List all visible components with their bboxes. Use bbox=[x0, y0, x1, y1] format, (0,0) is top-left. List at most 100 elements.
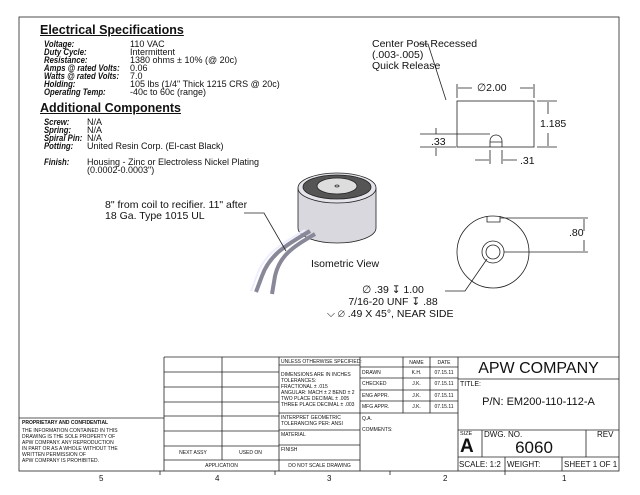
zone-number: 4 bbox=[215, 474, 220, 483]
component-value: N/A bbox=[87, 117, 103, 127]
spec-value: 7.0 bbox=[130, 71, 143, 81]
zone-number: 2 bbox=[443, 474, 448, 483]
spec-value: 110 VAC bbox=[130, 39, 165, 49]
interpret-text: TOLERANCING PER: ANSI bbox=[281, 421, 343, 427]
finish-field-label: FINISH bbox=[281, 447, 298, 453]
component-value: N/A bbox=[87, 125, 103, 135]
additional-heading: Additional Components bbox=[40, 101, 181, 115]
diameter-dim: ∅2.00 bbox=[477, 82, 507, 94]
proprietary-text: THE INFORMATION CONTAINED IN THIS bbox=[22, 428, 118, 434]
weight-label: WEIGHT: bbox=[507, 460, 541, 469]
approval-role: CHECKED bbox=[362, 381, 387, 387]
zone-number: 3 bbox=[327, 474, 332, 483]
approval-name: J.K. bbox=[412, 393, 421, 399]
drawing-number: 6060 bbox=[515, 438, 553, 457]
spec-label: Holding: bbox=[44, 79, 76, 89]
offset-dim: .80 bbox=[569, 227, 584, 239]
component-value: United Resin Corp. (El-cast Black) bbox=[87, 141, 224, 151]
title-label: TITLE: bbox=[460, 381, 482, 388]
material-label: MATERIAL bbox=[281, 432, 306, 438]
spec-value: Intermittent bbox=[130, 47, 176, 57]
no-scale-label: DO NOT SCALE DRAWING bbox=[288, 463, 351, 469]
size-label: SIZE bbox=[460, 431, 473, 437]
company-name: APW COMPANY bbox=[478, 360, 599, 377]
spec-value: 105 lbs (1/4" Thick 1215 CRS @ 20c) bbox=[130, 79, 280, 89]
component-label: Potting: bbox=[44, 141, 74, 151]
isometric-label: Isometric View bbox=[311, 258, 380, 270]
sheet-label: SHEET 1 OF 1 bbox=[564, 460, 618, 469]
approval-date: 07.15.11 bbox=[434, 381, 454, 387]
wire-note: 8" from coil to recifier. 11" after bbox=[105, 199, 248, 211]
post-height-dim: .33 bbox=[431, 136, 446, 148]
finish-value-2: (0.0002-0.0003") bbox=[87, 165, 155, 175]
used-on-label: USED ON bbox=[239, 450, 262, 456]
approval-date: 07.15.11 bbox=[434, 370, 454, 376]
name-header: NAME bbox=[409, 360, 424, 366]
date-header: DATE bbox=[437, 360, 451, 366]
scale-label: SCALE: 1:2 bbox=[459, 460, 501, 469]
proprietary-title: PROPRIETARY AND CONFIDENTIAL bbox=[22, 420, 109, 426]
wire-note-2: 18 Ga. Type 1015 UL bbox=[105, 210, 205, 222]
hole-note-2: 7/16-20 UNF ↧ .88 bbox=[348, 296, 438, 308]
tolerance-text: DIMENSIONS ARE IN INCHES bbox=[281, 372, 351, 378]
spec-value: -40c to 60c (range) bbox=[130, 87, 207, 97]
approval-name: J.K. bbox=[412, 404, 421, 410]
tolerance-text: ANGULAR: MACH ± 2 BEND ± 2 bbox=[281, 390, 355, 396]
isometric-view bbox=[244, 172, 377, 295]
title-block-lines bbox=[19, 356, 619, 475]
hole-note-3: ⌵ ∅ .49 X 45°, NEAR SIDE bbox=[327, 308, 454, 320]
spec-label: Watts @ rated Volts: bbox=[44, 71, 120, 81]
proprietary-text: IN PART OR AS A WHOLE WITHOUT THE bbox=[22, 446, 118, 452]
spec-value: 0.06 bbox=[130, 63, 148, 73]
zone-number: 1 bbox=[562, 474, 567, 483]
spec-label: Resistance: bbox=[44, 55, 88, 65]
tolerance-text: THREE PLACE DECIMAL ± .003 bbox=[281, 402, 355, 408]
proprietary-text: DRAWING IS THE SOLE PROPERTY OF bbox=[22, 434, 116, 440]
interpret-text: INTERPRET GEOMETRIC bbox=[281, 415, 341, 421]
approval-date: 07.15.11 bbox=[434, 404, 454, 410]
spec-label: Duty Cycle: bbox=[44, 47, 87, 57]
application-label: APPLICATION bbox=[205, 463, 238, 469]
finish-value: Housing - Zinc or Electroless Nickel Pla… bbox=[87, 157, 260, 167]
side-view bbox=[418, 43, 557, 164]
electrical-heading: Electrical Specifications bbox=[40, 23, 184, 37]
spec-value: 1380 ohms ± 10% (@ 20c) bbox=[130, 55, 238, 65]
next-assy-label: NEXT ASSY bbox=[179, 450, 207, 456]
front-view bbox=[445, 215, 588, 292]
dwg-no-label: DWG. NO. bbox=[484, 430, 523, 439]
post-note: Center Post Recessed bbox=[372, 38, 478, 50]
approval-date: 07.15.11 bbox=[434, 393, 454, 399]
hole-note: ∅ .39 ↧ 1.00 bbox=[362, 284, 424, 296]
finish-label: Finish: bbox=[44, 157, 70, 167]
size-value: A bbox=[460, 436, 474, 457]
spec-label: Voltage: bbox=[44, 39, 75, 49]
comments-label: COMMENTS: bbox=[362, 427, 393, 433]
approval-role: ENG APPR. bbox=[362, 393, 389, 399]
component-label: Screw: bbox=[44, 117, 70, 127]
spec-label: Amps @ rated Volts: bbox=[44, 63, 120, 73]
zone-number: 5 bbox=[99, 474, 104, 483]
height-dim: 1.185 bbox=[540, 118, 567, 130]
post-note-3: Quick Release bbox=[372, 60, 441, 72]
rev-label: REV bbox=[597, 430, 614, 439]
post-width-dim: .31 bbox=[520, 155, 535, 167]
post-note-2: (.003-.005) bbox=[372, 49, 424, 61]
approval-role: Q.A. bbox=[362, 416, 373, 422]
proprietary-text: WRITTEN PERMISSION OF bbox=[22, 452, 86, 458]
sheet-border bbox=[18, 16, 620, 472]
approval-name: J.K. bbox=[412, 381, 421, 387]
component-value: N/A bbox=[87, 133, 103, 143]
approval-role: MFG APPR. bbox=[362, 404, 390, 410]
spec-label: Operating Temp: bbox=[44, 87, 106, 97]
component-label: Spring: bbox=[44, 125, 72, 135]
tolerance-text: FRACTIONAL ± .015 bbox=[281, 384, 328, 390]
part-number: P/N: EM200-110-112-A bbox=[482, 396, 595, 408]
tolerance-text: TOLERANCES: bbox=[281, 378, 317, 384]
proprietary-text: APW COMPANY IS PROHIBITED. bbox=[22, 458, 100, 464]
approval-name: K.H. bbox=[411, 370, 422, 376]
proprietary-text: APW COMPANY. ANY REPRODUCTION bbox=[22, 440, 114, 446]
tolerance-text: TWO PLACE DECIMAL ± .005 bbox=[281, 396, 350, 402]
approval-role: DRAWN bbox=[362, 370, 381, 376]
unless-label: UNLESS OTHERWISE SPECIFIED: bbox=[281, 359, 362, 365]
